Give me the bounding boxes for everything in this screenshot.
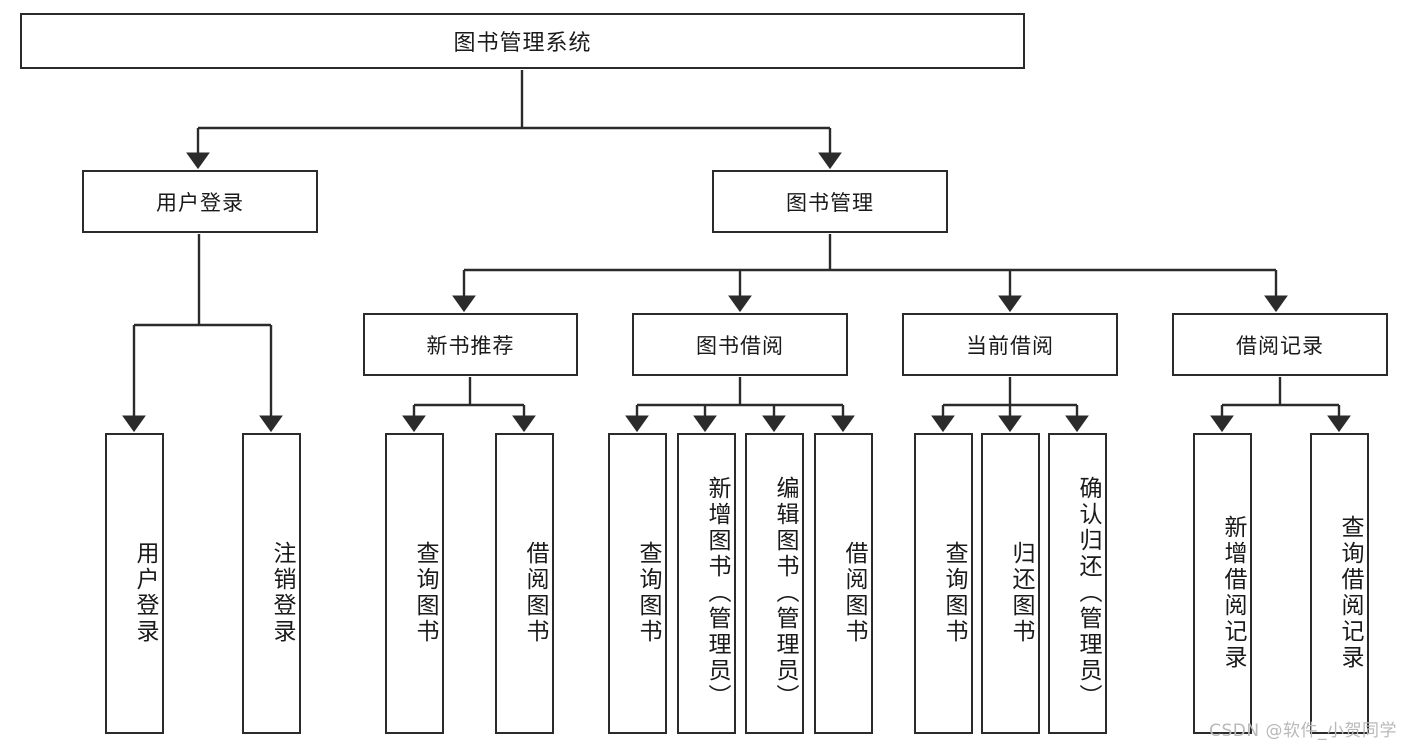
node-leaf-query-book-2[interactable]: 查询图书 <box>608 433 667 734</box>
node-book-manage-label: 图书管理 <box>786 190 874 215</box>
node-leaf-edit-book-label: 编辑图书（管理员） <box>772 475 798 710</box>
node-user-login[interactable]: 用户登录 <box>82 170 318 233</box>
node-current-borrow-label: 当前借阅 <box>966 333 1054 358</box>
node-leaf-query-record-label: 查询借阅记录 <box>1337 514 1363 671</box>
node-leaf-borrow-book-1-label: 借阅图书 <box>522 540 548 645</box>
watermark-text: CSDN @软件_小贺同学 <box>1209 721 1397 741</box>
node-leaf-query-record[interactable]: 查询借阅记录 <box>1310 433 1369 734</box>
node-book-borrow[interactable]: 图书借阅 <box>632 313 848 376</box>
node-leaf-edit-book[interactable]: 编辑图书（管理员） <box>745 433 804 734</box>
node-leaf-confirm-return[interactable]: 确认归还（管理员） <box>1048 433 1107 734</box>
node-leaf-return-book-label: 归还图书 <box>1008 540 1034 645</box>
node-leaf-user-login[interactable]: 用户登录 <box>105 433 164 734</box>
node-leaf-return-book[interactable]: 归还图书 <box>981 433 1040 734</box>
node-leaf-query-book-2-label: 查询图书 <box>635 540 661 645</box>
node-borrow-record-label: 借阅记录 <box>1236 333 1324 358</box>
node-leaf-add-record-label: 新增借阅记录 <box>1220 514 1246 671</box>
node-current-borrow[interactable]: 当前借阅 <box>902 313 1118 376</box>
node-leaf-add-book[interactable]: 新增图书（管理员） <box>677 433 736 734</box>
node-book-borrow-label: 图书借阅 <box>696 333 784 358</box>
node-leaf-add-book-label: 新增图书（管理员） <box>704 475 730 710</box>
node-leaf-borrow-book-2[interactable]: 借阅图书 <box>814 433 873 734</box>
node-borrow-record[interactable]: 借阅记录 <box>1172 313 1388 376</box>
node-leaf-logout-label: 注销登录 <box>269 540 295 645</box>
node-leaf-borrow-book-2-label: 借阅图书 <box>841 540 867 645</box>
node-user-login-label: 用户登录 <box>156 190 244 215</box>
node-leaf-confirm-return-label: 确认归还（管理员） <box>1075 475 1101 710</box>
node-leaf-query-book-1[interactable]: 查询图书 <box>385 433 444 734</box>
node-new-book-rec-label: 新书推荐 <box>426 333 515 358</box>
node-leaf-borrow-book-1[interactable]: 借阅图书 <box>495 433 554 734</box>
node-root-label: 图书管理系统 <box>453 31 592 56</box>
node-leaf-query-book-3[interactable]: 查询图书 <box>914 433 973 734</box>
node-leaf-query-book-3-label: 查询图书 <box>941 540 967 645</box>
node-new-book-rec[interactable]: 新书推荐 <box>363 313 578 376</box>
node-leaf-logout[interactable]: 注销登录 <box>242 433 301 734</box>
node-leaf-query-book-1-label: 查询图书 <box>412 540 438 645</box>
node-root[interactable]: 图书管理系统 <box>20 13 1025 69</box>
node-leaf-add-record[interactable]: 新增借阅记录 <box>1193 433 1252 734</box>
node-leaf-user-login-label: 用户登录 <box>132 540 158 645</box>
node-book-manage[interactable]: 图书管理 <box>712 170 948 233</box>
